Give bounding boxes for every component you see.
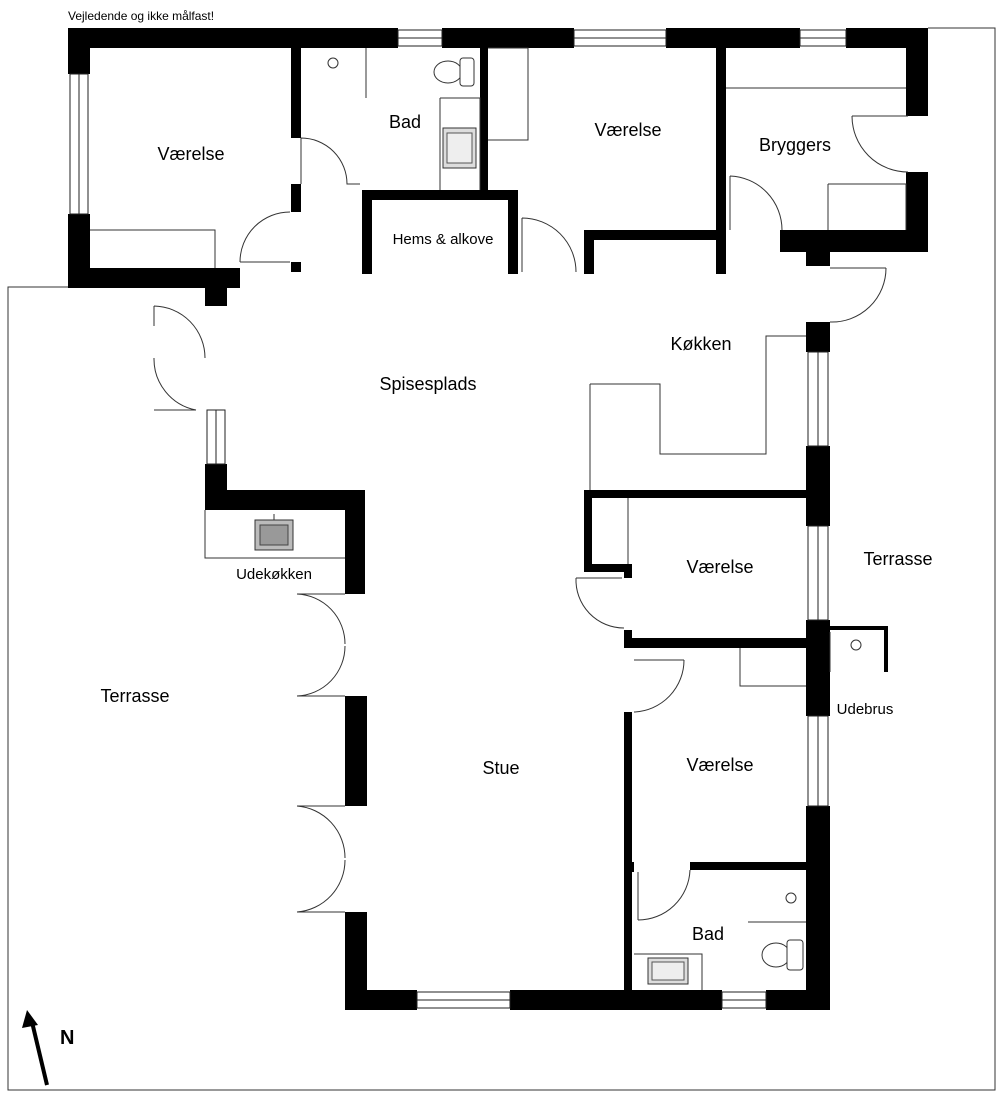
compass-label: N xyxy=(60,1027,74,1049)
room-label-vaerelse-east1: Værelse xyxy=(686,557,753,577)
room-label-koekken: Køkken xyxy=(670,334,731,354)
north-arrow-icon xyxy=(22,1010,49,1086)
terrace-outline-path xyxy=(7,27,996,1091)
room-label-terrasse-east: Terrasse xyxy=(863,549,932,569)
room-label-bad-south: Bad xyxy=(692,924,724,944)
room-label-vaerelse-north: Værelse xyxy=(594,120,661,140)
room-label-spiseplads: Spisesplads xyxy=(379,374,476,394)
doors xyxy=(153,115,909,921)
windows xyxy=(69,29,847,1009)
room-label-vaerelse-nw: Værelse xyxy=(157,144,224,164)
room-label-bryggers: Bryggers xyxy=(759,135,831,155)
room-label-udekoekken: Udekøkken xyxy=(236,566,312,583)
room-label-udebrus: Udebrus xyxy=(837,701,894,718)
room-label-vaerelse-east2: Værelse xyxy=(686,755,753,775)
walls xyxy=(68,28,928,1010)
room-label-terrasse-west: Terrasse xyxy=(100,686,169,706)
fixtures xyxy=(90,47,907,990)
room-label-hems-alkove: Hems & alkove xyxy=(393,231,494,248)
disclaimer-text: Vejledende og ikke målfast! xyxy=(68,9,214,23)
room-label-bad-north: Bad xyxy=(389,112,421,132)
room-label-stue: Stue xyxy=(482,758,519,778)
